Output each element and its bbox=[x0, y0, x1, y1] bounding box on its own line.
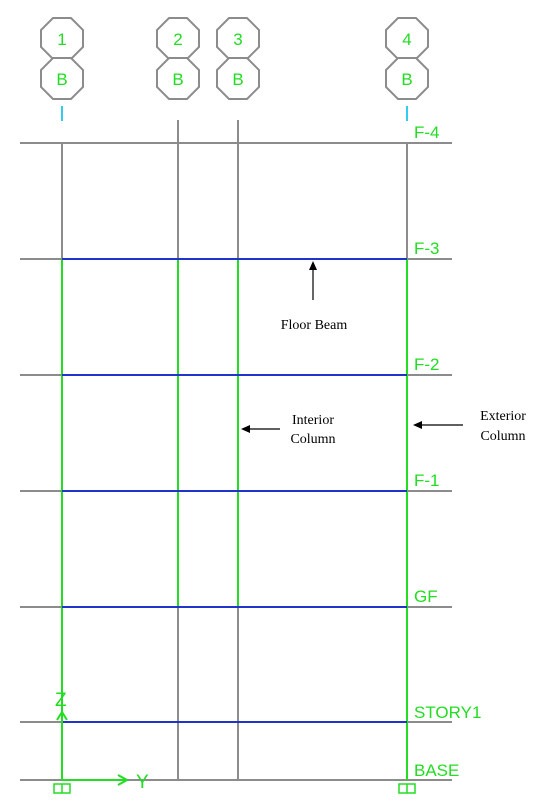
y-axis-label: Y bbox=[136, 772, 149, 793]
bubble-letter-octagon bbox=[385, 57, 429, 100]
bubble-letter: B bbox=[56, 70, 67, 89]
exterior-column-label-line1: Exterior bbox=[480, 409, 526, 424]
grid-bubble-2[interactable]: 2 B bbox=[156, 17, 200, 100]
base-support-4[interactable] bbox=[398, 783, 416, 794]
interior-column-arrow-head bbox=[241, 425, 250, 433]
bubble-number: 1 bbox=[57, 30, 66, 49]
story-labels: F-4 F-3 F-2 F-1 GF STORY1 BASE bbox=[414, 123, 481, 780]
column-gridlines bbox=[61, 120, 408, 780]
story-label-f4: F-4 bbox=[414, 123, 440, 142]
bubble-letter: B bbox=[401, 70, 412, 89]
grid-bubble-3[interactable]: 3 B bbox=[216, 17, 260, 100]
grid-bubble-1[interactable]: 1 B bbox=[40, 17, 84, 100]
coordinate-axes: Z Y bbox=[55, 690, 149, 793]
columns bbox=[61, 259, 408, 780]
interior-column-annotation: Interior Column bbox=[241, 413, 336, 447]
exterior-column-label-line2: Column bbox=[480, 429, 525, 444]
bubble-letter-octagon bbox=[156, 57, 200, 100]
floor-beams bbox=[62, 258, 407, 723]
story-gridlines bbox=[20, 142, 452, 781]
grid-bubble-4[interactable]: 4 B bbox=[385, 17, 429, 100]
base-support-1[interactable] bbox=[53, 783, 71, 794]
interior-column-label-line1: Interior bbox=[292, 413, 334, 428]
story-label-story1: STORY1 bbox=[414, 703, 481, 722]
story-label-f1: F-1 bbox=[414, 471, 440, 490]
y-axis-arrow-head bbox=[117, 774, 130, 786]
story-label-f2: F-2 bbox=[414, 355, 440, 374]
exterior-column-arrow-head bbox=[413, 421, 422, 429]
bubble-letter: B bbox=[232, 70, 243, 89]
exterior-column-annotation: Exterior Column bbox=[413, 409, 526, 444]
z-axis-arrow-head bbox=[56, 710, 68, 721]
floor-beam-label: Floor Beam bbox=[281, 318, 348, 333]
bubble-number: 2 bbox=[173, 30, 182, 49]
floor-beam-arrow-head bbox=[309, 261, 317, 270]
bubble-letter-octagon bbox=[216, 57, 260, 100]
bubble-letter-octagon bbox=[40, 57, 84, 100]
bubble-number: 4 bbox=[402, 30, 411, 49]
interior-column-label-line2: Column bbox=[290, 432, 335, 447]
story-label-base: BASE bbox=[414, 761, 459, 780]
bubble-letter: B bbox=[172, 70, 183, 89]
story-label-f3: F-3 bbox=[414, 239, 440, 258]
floor-beam-annotation: Floor Beam bbox=[281, 261, 348, 333]
z-axis-label: Z bbox=[55, 690, 67, 711]
story-label-gf: GF bbox=[414, 587, 438, 606]
bubble-number: 3 bbox=[233, 30, 242, 49]
